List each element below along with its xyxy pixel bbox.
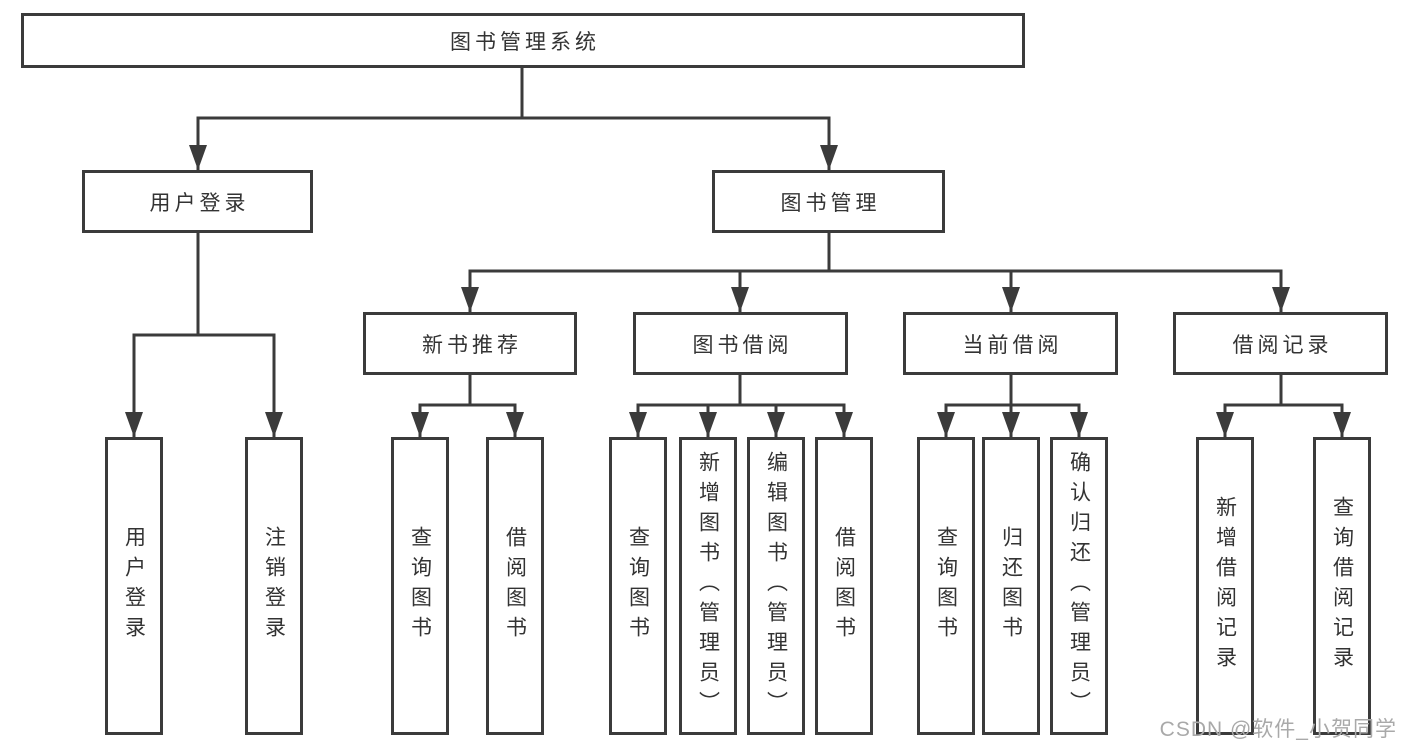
node-label: 图书借阅 bbox=[692, 333, 793, 357]
arrowhead bbox=[1333, 412, 1351, 437]
leaf-add-borrow-record: 新增借阅记录 bbox=[1196, 437, 1254, 735]
leaf-add-book-admin: 新增图书（管理员） bbox=[679, 437, 737, 735]
node-label: 借阅记录 bbox=[1232, 333, 1333, 357]
leaf-borrow-books-recommend: 借阅图书 bbox=[486, 437, 544, 735]
leaf-logout: 注销登录 bbox=[245, 437, 303, 735]
arrowhead bbox=[125, 412, 143, 437]
arrowhead bbox=[1216, 412, 1234, 437]
arrowhead bbox=[189, 145, 207, 170]
node-label: 注销登录 bbox=[262, 526, 286, 646]
leaf-query-borrow-record: 查询借阅记录 bbox=[1313, 437, 1371, 735]
node-label: 归还图书 bbox=[999, 526, 1023, 646]
node-label: 用户登录 bbox=[149, 191, 250, 215]
node-label: 当前借阅 bbox=[962, 333, 1063, 357]
node-label: 新增借阅记录 bbox=[1213, 496, 1237, 676]
node-borrow-records: 借阅记录 bbox=[1173, 312, 1388, 375]
node-label: 用户登录 bbox=[122, 526, 146, 646]
node-label: 编辑图书（管理员） bbox=[764, 451, 788, 721]
arrowhead bbox=[937, 412, 955, 437]
node-label: 新书推荐 bbox=[422, 333, 522, 357]
leaf-confirm-return-admin: 确认归还（管理员） bbox=[1050, 437, 1108, 735]
leaf-query-books-borrowing: 查询图书 bbox=[609, 437, 667, 735]
arrowhead bbox=[506, 412, 524, 437]
connector-root bbox=[196, 66, 831, 172]
node-current-borrowing: 当前借阅 bbox=[903, 312, 1118, 375]
arrow-heads bbox=[125, 145, 1351, 437]
leaf-query-books-current: 查询图书 bbox=[917, 437, 975, 735]
arrowhead bbox=[461, 287, 479, 312]
arrowhead bbox=[265, 412, 283, 437]
connector-user-login bbox=[132, 231, 276, 439]
arrowhead bbox=[731, 287, 749, 312]
connector-book-borrowing bbox=[636, 373, 846, 439]
node-label: 查询借阅记录 bbox=[1330, 496, 1354, 676]
connector-borrow-records bbox=[1223, 373, 1344, 439]
arrowhead bbox=[629, 412, 647, 437]
arrowhead bbox=[835, 412, 853, 437]
arrowhead bbox=[767, 412, 785, 437]
node-book-management: 图书管理 bbox=[712, 170, 945, 233]
node-new-book-recommend: 新书推荐 bbox=[363, 312, 577, 375]
node-label: 借阅图书 bbox=[832, 526, 856, 646]
leaf-return-books: 归还图书 bbox=[982, 437, 1040, 735]
node-label: 新增图书（管理员） bbox=[696, 451, 720, 721]
node-label: 确认归还（管理员） bbox=[1067, 451, 1091, 721]
node-label: 查询图书 bbox=[934, 526, 958, 646]
node-label: 图书管理系统 bbox=[450, 30, 600, 54]
arrowhead bbox=[1002, 287, 1020, 312]
node-library-system: 图书管理系统 bbox=[21, 13, 1025, 68]
leaf-edit-book-admin: 编辑图书（管理员） bbox=[747, 437, 805, 735]
node-label: 借阅图书 bbox=[503, 526, 527, 646]
arrowhead bbox=[411, 412, 429, 437]
leaf-borrow-books-borrowing: 借阅图书 bbox=[815, 437, 873, 735]
arrowhead bbox=[1272, 287, 1290, 312]
arrowhead bbox=[699, 412, 717, 437]
node-label: 查询图书 bbox=[626, 526, 650, 646]
connector-book-management bbox=[468, 231, 1283, 314]
arrowhead bbox=[1002, 412, 1020, 437]
node-user-login: 用户登录 bbox=[82, 170, 313, 233]
node-label: 图书管理 bbox=[780, 191, 881, 215]
leaf-query-books-recommend: 查询图书 bbox=[391, 437, 449, 735]
connector-new-book-recommend bbox=[418, 373, 517, 439]
csdn-watermark: CSDN @软件_小贺同学 bbox=[1159, 718, 1397, 741]
node-book-borrowing: 图书借阅 bbox=[633, 312, 848, 375]
node-label: 查询图书 bbox=[408, 526, 432, 646]
arrowhead bbox=[1070, 412, 1088, 437]
leaf-user-login: 用户登录 bbox=[105, 437, 163, 735]
arrowhead bbox=[820, 145, 838, 170]
